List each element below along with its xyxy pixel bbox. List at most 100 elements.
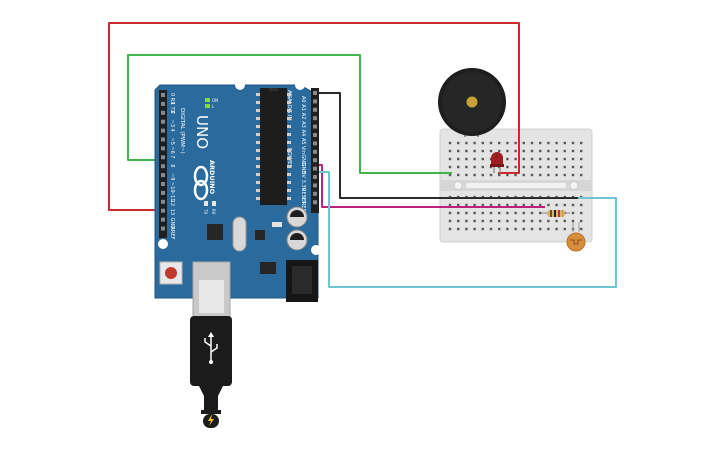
chip-leg bbox=[256, 189, 260, 192]
breadboard-hole bbox=[457, 141, 460, 145]
on-led-label: ON bbox=[212, 98, 218, 103]
breadboard-hole bbox=[481, 141, 484, 145]
digital-pin-label: 4 bbox=[169, 129, 175, 132]
breadboard-hole bbox=[571, 157, 575, 161]
usb-port bbox=[192, 261, 231, 318]
breadboard-hole bbox=[506, 227, 509, 231]
breadboard-hole bbox=[555, 173, 558, 177]
usb-cable[interactable] bbox=[190, 316, 232, 428]
breadboard-hole bbox=[514, 219, 517, 223]
breadboard-hole bbox=[539, 203, 542, 207]
green-wire[interactable] bbox=[127, 54, 452, 174]
chip-leg bbox=[287, 165, 291, 168]
breadboard-hole bbox=[563, 227, 566, 231]
breadboard-hole bbox=[547, 141, 550, 145]
cyan-wire[interactable] bbox=[318, 171, 617, 288]
breadboard-hole bbox=[571, 219, 575, 223]
piezo-buzzer[interactable] bbox=[438, 68, 506, 137]
mini-breadboard[interactable] bbox=[439, 128, 593, 243]
breadboard-hole bbox=[522, 173, 525, 177]
breadboard-hole bbox=[539, 165, 542, 169]
breadboard-hole bbox=[506, 157, 509, 161]
lightning-bolt-icon bbox=[208, 414, 214, 426]
breadboard-hole bbox=[571, 149, 575, 153]
usb-chip bbox=[207, 224, 223, 240]
header-pin bbox=[313, 175, 317, 179]
breadboard-hole bbox=[448, 157, 452, 161]
red-wire[interactable] bbox=[108, 22, 520, 211]
header-pin bbox=[313, 133, 317, 137]
chip-leg bbox=[256, 157, 260, 160]
breadboard-hole bbox=[473, 157, 476, 161]
breadboard-hole bbox=[547, 173, 550, 177]
breadboard-hole bbox=[448, 227, 452, 231]
chip-leg bbox=[287, 101, 291, 104]
breadboard-hole bbox=[473, 227, 476, 231]
breadboard-hole bbox=[473, 141, 476, 145]
breadboard-hole bbox=[448, 149, 452, 153]
breadboard-hole bbox=[522, 227, 525, 231]
breadboard-hole bbox=[514, 203, 517, 207]
breadboard-hole bbox=[522, 157, 525, 161]
breadboard-hole bbox=[563, 165, 566, 169]
red-led[interactable] bbox=[490, 152, 504, 173]
breadboard-hole bbox=[580, 141, 583, 145]
chip-leg bbox=[287, 181, 291, 184]
breadboard-hole bbox=[563, 149, 566, 153]
usb-icon bbox=[204, 332, 218, 364]
breadboard-hole bbox=[457, 149, 460, 153]
magenta-wire[interactable] bbox=[318, 164, 545, 208]
resistor[interactable] bbox=[541, 210, 570, 217]
power-pin-label: Vin bbox=[300, 146, 306, 154]
breadboard-hole bbox=[489, 149, 493, 153]
photoresistor[interactable] bbox=[566, 222, 586, 252]
breadboard-hole bbox=[457, 211, 460, 215]
analog-pin-label: A3 bbox=[300, 121, 306, 128]
atmega-chip bbox=[256, 88, 291, 205]
digital-pin-label: 1 TX bbox=[169, 102, 175, 114]
breadboard-hole bbox=[530, 211, 534, 215]
breadboard-hole bbox=[448, 165, 452, 169]
digital-header[interactable] bbox=[159, 90, 167, 238]
breadboard-hole bbox=[448, 173, 452, 177]
chip-leg bbox=[256, 197, 260, 200]
l-led bbox=[205, 104, 210, 108]
breadboard-hole bbox=[555, 165, 558, 169]
analog-header[interactable] bbox=[311, 88, 319, 213]
reset-button[interactable] bbox=[159, 261, 183, 285]
chip-leg bbox=[256, 93, 260, 96]
board-name: UNO bbox=[193, 115, 211, 149]
breadboard-hole bbox=[506, 141, 509, 145]
analog-pin-label: A0 bbox=[300, 96, 306, 103]
breadboard-hole bbox=[555, 149, 558, 153]
breadboard-hole bbox=[514, 211, 517, 215]
header-pin bbox=[313, 158, 317, 163]
breadboard-hole bbox=[530, 165, 534, 169]
breadboard-hole bbox=[539, 227, 542, 231]
breadboard-hole bbox=[481, 173, 484, 177]
arduino-logo-icon bbox=[193, 165, 209, 201]
chip-leg bbox=[256, 165, 260, 168]
breadboard-hole bbox=[498, 211, 501, 215]
breadboard-hole bbox=[580, 165, 583, 169]
breadboard-hole bbox=[580, 149, 583, 153]
breadboard-hole bbox=[514, 149, 517, 153]
digital-pin bbox=[161, 128, 165, 133]
analog-pin-label: A4 bbox=[300, 130, 306, 137]
digital-pin bbox=[161, 226, 165, 231]
breadboard-hole bbox=[481, 227, 484, 231]
breadboard-hole bbox=[465, 219, 468, 223]
breadboard-hole bbox=[522, 141, 525, 145]
breadboard-hole bbox=[530, 149, 534, 153]
chip-leg bbox=[287, 93, 291, 96]
breadboard-hole bbox=[539, 219, 542, 223]
analog-pin-label: A2 bbox=[300, 113, 306, 120]
black-wire[interactable] bbox=[318, 92, 586, 199]
digital-pin bbox=[161, 110, 165, 115]
crystal-oscillator bbox=[232, 216, 247, 252]
chip-leg bbox=[287, 109, 291, 112]
breadboard-hole bbox=[481, 149, 484, 153]
